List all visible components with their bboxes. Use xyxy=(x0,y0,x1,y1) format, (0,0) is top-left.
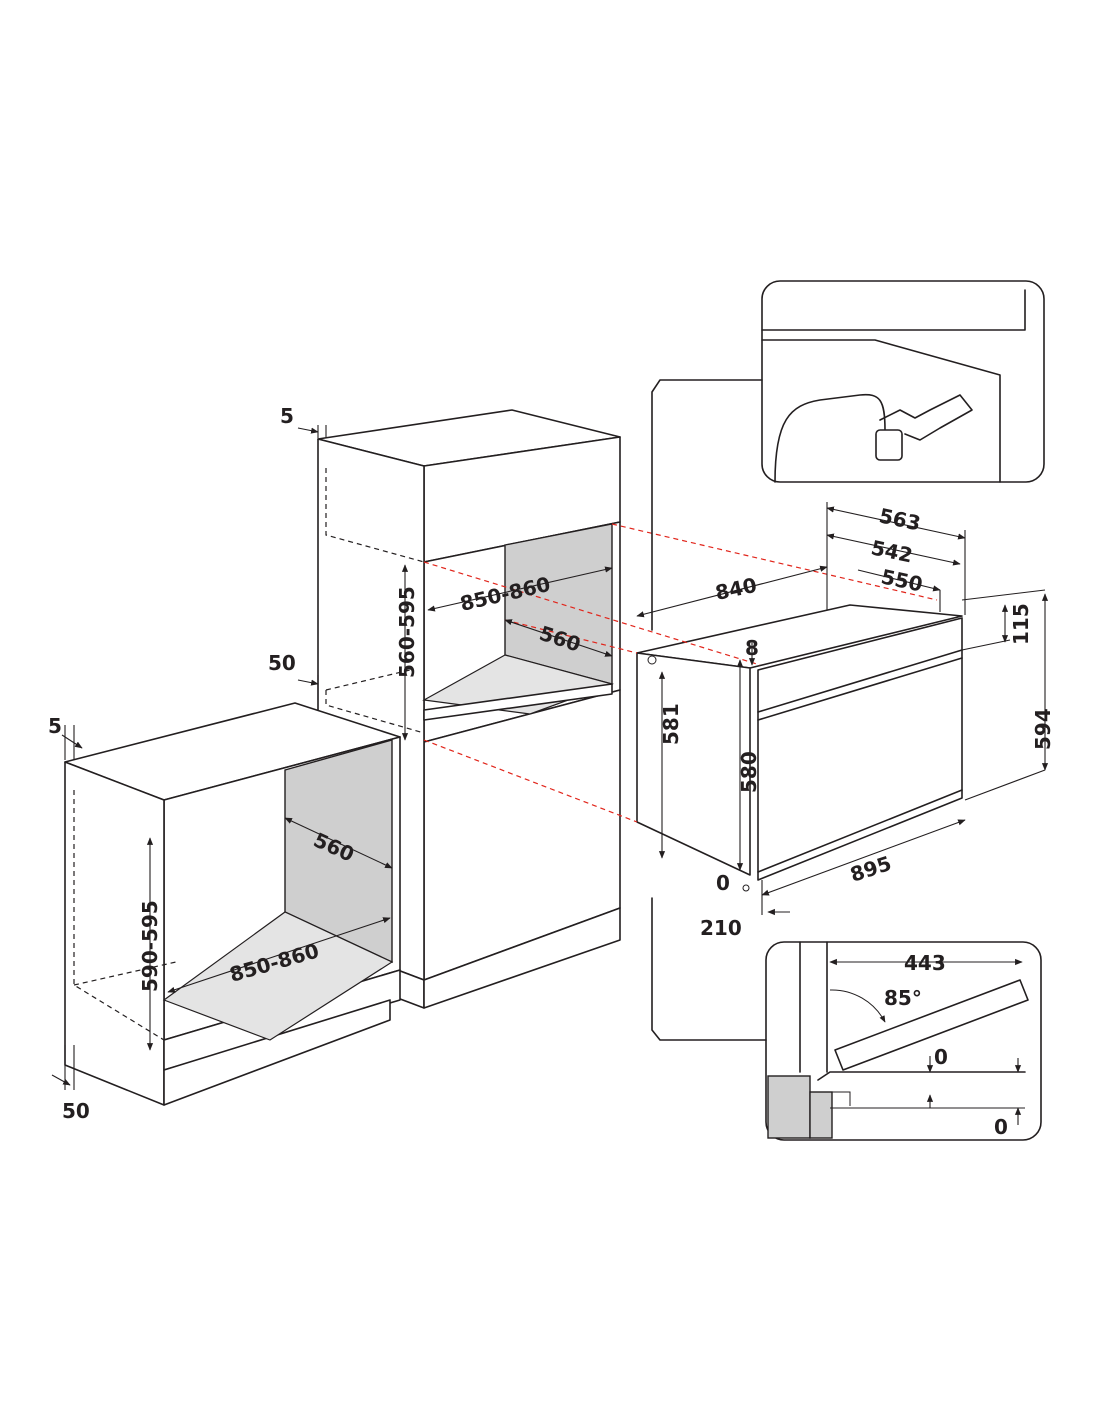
dimension-lines xyxy=(51,425,1049,1125)
label-550: 550 xyxy=(879,564,925,596)
label-594: 594 xyxy=(1031,708,1055,750)
detail-connector xyxy=(651,280,1045,631)
label-0-oven: 0 xyxy=(716,871,730,895)
label-85-degrees: 85° xyxy=(884,986,922,1010)
label-8: 8 xyxy=(745,636,759,660)
detail-door xyxy=(651,897,1042,1141)
label-210: 210 xyxy=(700,916,742,940)
oven-unit xyxy=(636,604,963,892)
label-115: 115 xyxy=(1009,603,1033,645)
label-840: 840 xyxy=(713,573,759,605)
label-580: 580 xyxy=(737,751,761,793)
label-50-bottom: 50 xyxy=(62,1099,90,1123)
label-5-top: 5 xyxy=(280,404,294,428)
label-5-left: 5 xyxy=(48,714,62,738)
label-895: 895 xyxy=(847,851,894,887)
label-443: 443 xyxy=(904,951,946,975)
label-581: 581 xyxy=(659,703,683,745)
label-560-595: 560-595 xyxy=(395,586,419,678)
label-542: 542 xyxy=(869,535,915,567)
label-563: 563 xyxy=(877,503,923,535)
label-50-mid: 50 xyxy=(268,651,296,675)
label-0-door-bottom: 0 xyxy=(994,1115,1008,1139)
label-0-door-gap: 0 xyxy=(934,1045,948,1069)
base-cabinet xyxy=(64,702,401,1106)
label-590-595: 590-595 xyxy=(138,900,162,992)
